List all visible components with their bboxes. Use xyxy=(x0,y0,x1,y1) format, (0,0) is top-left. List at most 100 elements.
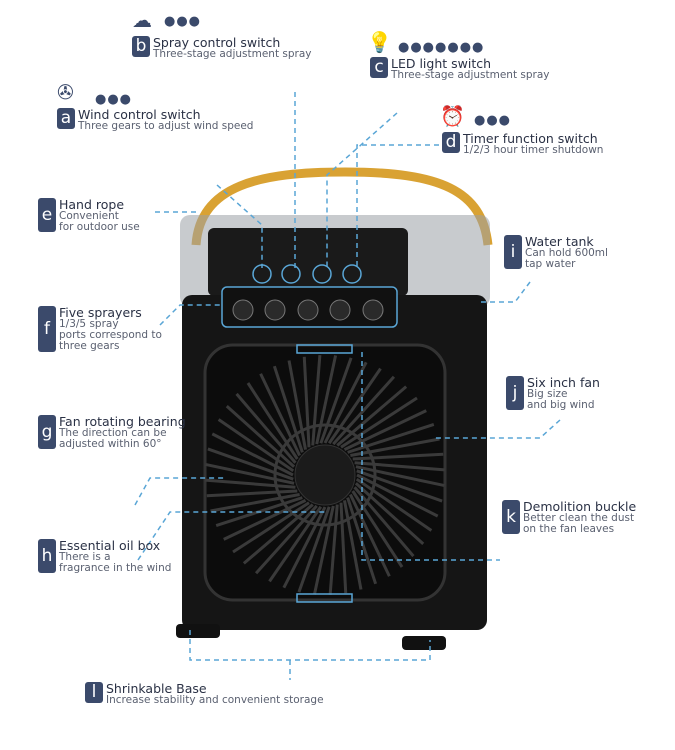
fan-blade xyxy=(353,486,415,558)
fan-blade xyxy=(328,504,339,596)
feature-description: fragrance in the wind xyxy=(59,562,172,574)
fan-blade xyxy=(207,447,294,481)
feature-title: Demolition buckle xyxy=(523,499,637,514)
feature-title: Water tank xyxy=(525,234,594,249)
feature-description: The direction can be xyxy=(59,427,167,439)
fan-blade xyxy=(354,461,446,472)
fan-blade xyxy=(311,354,322,446)
feature-description: on the fan leaves xyxy=(523,523,615,535)
alarm-clock-icon: ⏰ xyxy=(440,104,465,128)
fan-blade xyxy=(232,501,310,554)
fan-blade xyxy=(355,465,445,488)
fan-blade xyxy=(297,506,331,593)
feature-description: Three-stage adjustment spray xyxy=(153,48,312,60)
level-dots: ●●●●●●● xyxy=(398,40,485,55)
spray-icon: ☁ xyxy=(132,8,152,32)
feature-description: Big size xyxy=(527,388,568,400)
level-dots: ●●● xyxy=(474,113,512,128)
fan-blade xyxy=(204,478,296,489)
fan-blade xyxy=(268,505,323,583)
fan-blade xyxy=(339,502,348,594)
feature-title: Fan rotating bearing xyxy=(59,414,186,429)
fan-blade xyxy=(206,489,298,498)
hand-rope xyxy=(191,167,493,246)
fan-blade xyxy=(205,462,295,485)
fan-blade xyxy=(346,497,378,585)
feature-description: three gears xyxy=(59,340,120,352)
feature-letter-badge: j xyxy=(506,376,524,410)
fan-blade xyxy=(312,505,335,595)
fan-blade xyxy=(217,418,295,473)
base-foot xyxy=(176,624,220,638)
feature-title: Timer function switch xyxy=(463,131,598,146)
feature-description: and big wind xyxy=(527,399,595,411)
feature-letter-badge: i xyxy=(504,235,522,269)
fan-blade xyxy=(210,493,300,513)
feature-title: LED light switch xyxy=(391,56,492,71)
feature-letter-badge: c xyxy=(370,57,388,78)
fan-blade xyxy=(356,469,443,503)
fan-blade xyxy=(332,375,396,446)
feature-description: Increase stability and convenient storag… xyxy=(106,694,324,706)
feature-description: 1/2/3 hour timer shutdown xyxy=(463,144,604,156)
fan-blade xyxy=(319,357,353,444)
feature-description: ports correspond to xyxy=(59,329,162,341)
fan-blade xyxy=(327,367,382,445)
fan-blade xyxy=(323,361,368,444)
feature-letter-badge: d xyxy=(442,132,460,153)
fan-icon: ✇ xyxy=(57,80,74,104)
feature-description: Three gears to adjust wind speed xyxy=(78,120,254,132)
fan-blade xyxy=(352,452,444,461)
fan-blade xyxy=(351,490,404,568)
fan-blade xyxy=(343,409,427,451)
feature-description: tap water xyxy=(525,258,576,270)
fan-blade xyxy=(235,392,297,464)
feature-letter-badge: h xyxy=(38,539,56,573)
fan-blade xyxy=(225,404,296,468)
feature-title: Essential oil box xyxy=(59,538,161,553)
bulb-icon: 💡 xyxy=(367,30,392,54)
base-foot xyxy=(402,636,446,650)
feature-letter-badge: g xyxy=(38,415,56,449)
fan-blade xyxy=(340,396,418,449)
feature-description: There is a xyxy=(59,551,111,563)
fan-blade xyxy=(211,432,294,477)
level-dots: ●●● xyxy=(95,92,133,107)
feature-description: Three-stage adjustment spray xyxy=(391,69,550,81)
fan-blade xyxy=(287,360,307,450)
feature-title: Wind control switch xyxy=(78,107,201,122)
feature-description: Better clean the dust xyxy=(523,512,635,524)
feature-description: 1/3/5 spray xyxy=(59,318,119,330)
feature-letter-badge: l xyxy=(85,682,103,703)
fan-blade xyxy=(223,499,307,541)
feature-letter-badge: k xyxy=(502,500,520,534)
fan-blade xyxy=(254,504,318,575)
fan-blade xyxy=(355,477,433,532)
feature-letter-badge: e xyxy=(38,198,56,232)
fan-blade xyxy=(246,382,299,460)
fan-blade xyxy=(259,373,301,457)
feature-description: adjusted within 60° xyxy=(59,438,162,450)
fan-blade xyxy=(242,503,314,565)
feature-title: Five sprayers xyxy=(59,305,142,320)
feature-title: Shrinkable Base xyxy=(106,681,207,696)
fan-blade xyxy=(315,355,338,445)
feature-letter-badge: a xyxy=(57,108,75,129)
feature-title: Six inch fan xyxy=(527,375,600,390)
fan-blade xyxy=(272,365,304,453)
feature-title: Spray control switch xyxy=(153,35,281,50)
fan-blade xyxy=(354,482,425,546)
